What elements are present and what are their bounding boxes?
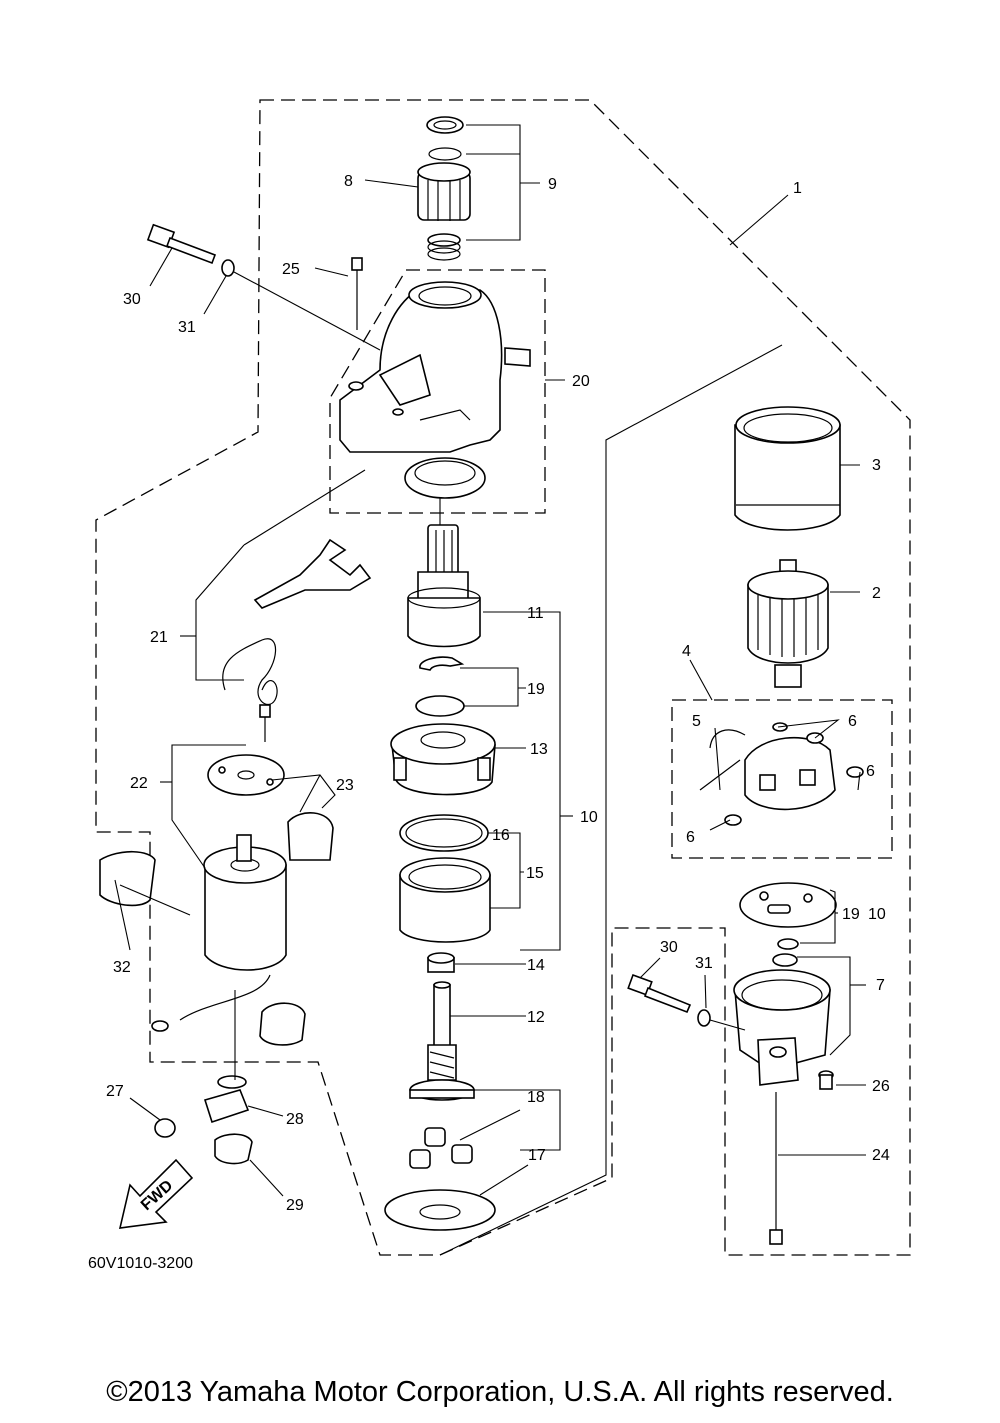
screw-26 (818, 1070, 834, 1090)
callout-30: 30 (123, 291, 141, 308)
o-ring (777, 938, 799, 950)
callout-3: 3 (872, 457, 881, 474)
brush-holder-subassembly-box (671, 699, 893, 859)
callout-32: 32 (113, 959, 131, 976)
armature (747, 559, 829, 688)
callout-12: 12 (527, 1009, 545, 1026)
terminal-bolt (203, 1075, 250, 1124)
thrust-washer (415, 695, 465, 717)
terminal-cap (214, 1133, 253, 1165)
terminal-nut (154, 1118, 176, 1138)
rear-cover (733, 969, 831, 1086)
bracket-line-1 (439, 344, 783, 1256)
callout-24: 24 (872, 1147, 890, 1164)
callout-29: 29 (286, 1197, 304, 1214)
callout-25: 25 (282, 261, 300, 278)
exploded-parts-diagram: FWD 60V1010-3200 (88, 99, 911, 1272)
callout-8: 8 (344, 173, 353, 190)
callout-13: 13 (530, 741, 548, 758)
callout-2: 2 (872, 585, 881, 602)
callout-9: 9 (548, 176, 557, 193)
copyright-notice: ©2013 Yamaha Motor Corporation, U.S.A. A… (106, 1376, 894, 1408)
callout-10: 10 (580, 809, 598, 826)
callout-16: 16 (492, 827, 510, 844)
bushing-right (772, 953, 798, 967)
diagram-code: 60V1010-3200 (88, 1255, 193, 1272)
callout-18: 18 (527, 1089, 545, 1106)
bolt-axis-left (233, 271, 381, 351)
callout-31: 31 (178, 319, 196, 336)
callout-22: 22 (130, 775, 148, 792)
callout-28: 28 (286, 1111, 304, 1128)
internal-gear (399, 857, 491, 943)
callout-30b: 30 (660, 939, 678, 956)
washer-31-right (697, 1009, 711, 1027)
callout-26: 26 (872, 1078, 890, 1095)
callout-19: 19 (527, 681, 545, 698)
callout-4: 4 (682, 643, 691, 660)
pinion-spring (427, 233, 461, 261)
washer-plate (384, 1189, 496, 1231)
lever-leader (243, 469, 366, 546)
planet-gears (409, 1127, 473, 1169)
through-bolt-25 (351, 257, 363, 330)
seal-ring (399, 814, 489, 852)
e-clip (419, 656, 465, 671)
callout-7: 7 (876, 977, 885, 994)
bolt-axis-right (709, 1019, 746, 1031)
bolt-30-left (146, 223, 217, 265)
solenoid-cover (99, 850, 156, 907)
rubber-boot (287, 812, 334, 861)
callout-11: 11 (527, 605, 544, 622)
drive-end-cover (390, 723, 496, 796)
bushing (427, 952, 455, 973)
bolt-30-right (627, 973, 692, 1014)
solenoid-plate (207, 754, 285, 796)
callout-17: 17 (528, 1147, 546, 1164)
yoke (734, 406, 841, 531)
callout-10b: 10 (868, 906, 886, 923)
callout-31b: 31 (695, 955, 713, 972)
callout-5: 5 (692, 713, 701, 730)
callout-6b: 6 (866, 763, 875, 780)
callout-27: 27 (106, 1083, 124, 1100)
planetary-shaft (409, 981, 475, 1101)
clip-ring-set (426, 116, 464, 161)
front-housing (339, 281, 531, 453)
through-bolt-24 (769, 1092, 783, 1245)
callout-labels: 1 2 3 4 5 6 6 6 7 8 9 10 11 12 13 14 15 … (106, 173, 890, 1214)
brush-holder (699, 722, 864, 826)
bearing (404, 457, 486, 499)
solenoid-screw (259, 704, 271, 742)
callout-leaders (114, 124, 866, 1197)
callout-15: 15 (526, 865, 544, 882)
callout-20: 20 (572, 373, 590, 390)
cover-plate (739, 882, 837, 928)
clutch-assembly (407, 524, 481, 648)
shift-lever (222, 538, 372, 706)
callout-21: 21 (150, 629, 168, 646)
housing-subassembly-box (329, 269, 546, 514)
callout-6c: 6 (686, 829, 695, 846)
boot-small (259, 1002, 306, 1046)
washer-31-left (221, 259, 235, 277)
callout-6a: 6 (848, 713, 857, 730)
solenoid-body (151, 834, 287, 1032)
fwd-arrow-icon: FWD (118, 1158, 194, 1229)
callout-1: 1 (793, 180, 802, 197)
callout-19b: 19 (842, 906, 860, 923)
callout-14: 14 (527, 957, 545, 974)
pinion-gear (417, 162, 471, 221)
callout-23: 23 (336, 777, 354, 794)
